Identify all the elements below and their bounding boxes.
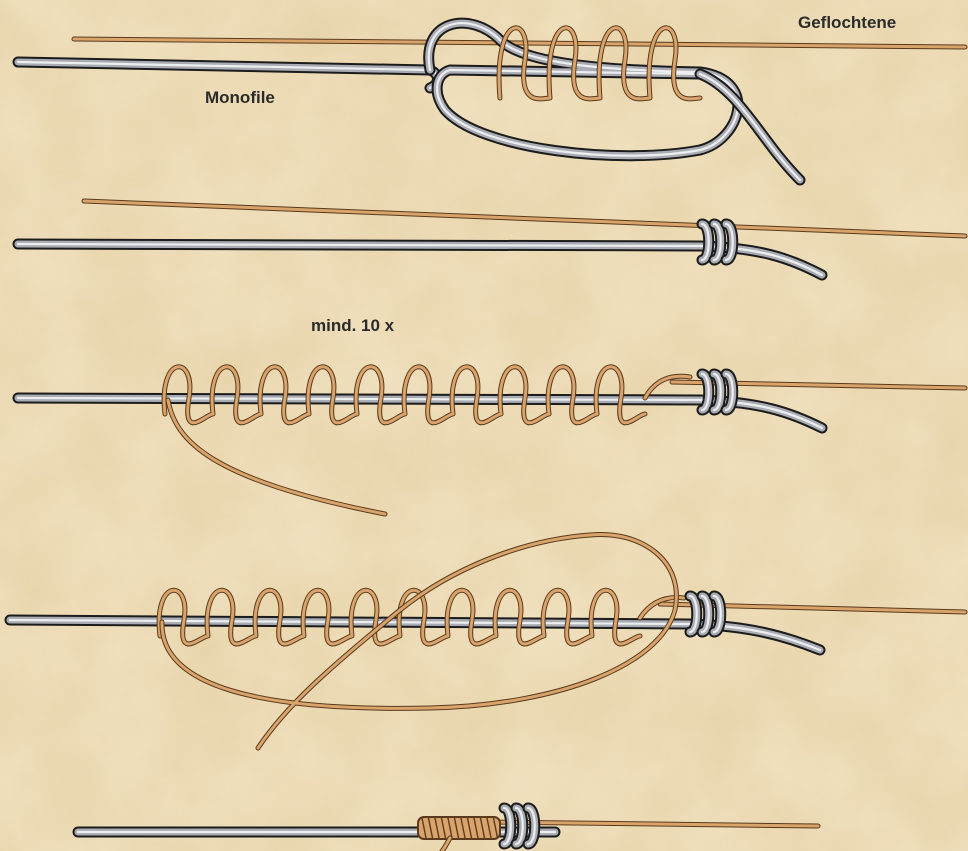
wrap-count-label: mind. 10 x: [311, 316, 394, 336]
mono-wraps-step3: [702, 374, 733, 410]
mono-wraps-step2: [702, 224, 733, 260]
braided-line-label: Geflochtene: [798, 13, 896, 33]
mono-wraps-step4: [690, 596, 721, 632]
mono-wraps-step5: [504, 808, 535, 844]
mono-line-label: Monofile: [205, 88, 275, 108]
